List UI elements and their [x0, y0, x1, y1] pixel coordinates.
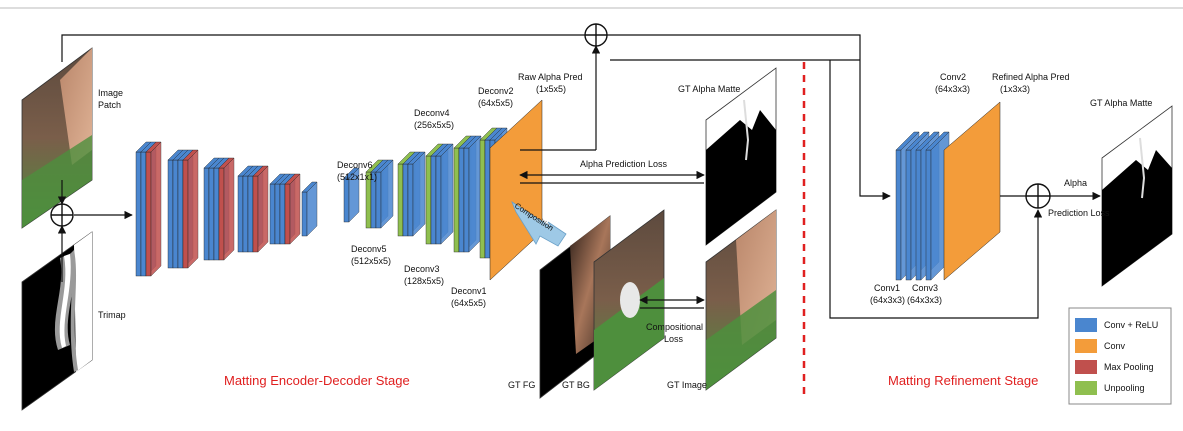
encoder-conv-layer-14 — [301, 181, 318, 237]
encoder-pool-layer-8 — [218, 157, 235, 261]
legend-swatch-2 — [1075, 360, 1097, 374]
top-plus-circle — [584, 23, 608, 47]
skip-line-top — [61, 34, 585, 62]
deconv5-conv-b — [375, 159, 394, 229]
encoder-pool-layer-14 — [284, 173, 301, 245]
legend-label-2: Max Pooling — [1104, 362, 1154, 372]
image-patch-label-2: Patch — [98, 100, 121, 110]
refined-alpha-pred-label-1: Refined Alpha Pred — [992, 72, 1070, 82]
image-patch-thumbnail — [21, 47, 93, 229]
conv1-name: Conv1 — [874, 283, 900, 293]
conv2-dim: (64x3x3) — [935, 84, 970, 94]
deconv4-dim: (256x5x5) — [414, 120, 454, 130]
legend-label-1: Conv — [1104, 341, 1126, 351]
deconv2-dim: (64x5x5) — [478, 98, 513, 108]
refined-alpha-pred-block — [943, 101, 1001, 281]
alpha-prediction-loss-label: Alpha Prediction Loss — [580, 159, 668, 169]
alpha-pred-loss-small-2: Prediction Loss — [1048, 208, 1110, 218]
line-to-refinement — [607, 34, 891, 201]
gt-image-thumbnail — [705, 209, 777, 391]
gt-alpha-matte-label-1: GT Alpha Matte — [678, 84, 740, 94]
gt-alpha-matte-label-2: GT Alpha Matte — [1090, 98, 1152, 108]
deconv1-name: Deconv1 — [451, 286, 487, 296]
gt-alpha-matte-thumbnail-1 — [705, 67, 777, 246]
deconv2-conv-b — [463, 135, 482, 253]
gt-alpha-matte-thumbnail-2 — [1101, 105, 1173, 287]
deconv5-name: Deconv5 — [351, 244, 387, 254]
legend-swatch-3 — [1075, 381, 1097, 395]
compositional-loss-label-1: Compositional — [646, 322, 703, 332]
layer-blocks — [135, 99, 1001, 281]
conv1-dim: (64x3x3) — [870, 295, 905, 305]
refinement-plus-circle — [1025, 183, 1051, 209]
deconv6-name: Deconv6 — [337, 160, 373, 170]
deconv4-name: Deconv4 — [414, 108, 450, 118]
concat-plus-circle — [50, 203, 74, 227]
raw-alpha-pred-label-2: (1x5x5) — [536, 84, 566, 94]
deconv6-dim: (512x1x1) — [337, 172, 377, 182]
gt-image-label: GT Image — [667, 380, 707, 390]
deconv1-dim: (64x5x5) — [451, 298, 486, 308]
raw-alpha-pred-block — [489, 99, 543, 281]
deconv3-name: Deconv3 — [404, 264, 440, 274]
gt-bg-label: GT BG — [562, 380, 590, 390]
image-patch-label-1: Image — [98, 88, 123, 98]
alpha-pred-loss-small-1: Alpha — [1064, 178, 1087, 188]
deconv6-block — [343, 167, 360, 223]
deconv3-conv-b — [435, 143, 454, 245]
encoder-pool-layer-11 — [252, 165, 269, 253]
conv3-dim: (64x3x3) — [907, 295, 942, 305]
legend-label-3: Unpooling — [1104, 383, 1145, 393]
conv3-name: Conv3 — [912, 283, 938, 293]
legend-swatch-1 — [1075, 339, 1097, 353]
encoder-pool-layer-2 — [145, 141, 162, 277]
compositional-loss-label-2: Loss — [664, 334, 684, 344]
refined-alpha-pred-label-2: (1x3x3) — [1000, 84, 1030, 94]
connections — [57, 34, 1101, 319]
gt-fg-label: GT FG — [508, 380, 535, 390]
trimap-label: Trimap — [98, 310, 126, 320]
deconv3-dim: (128x5x5) — [404, 276, 444, 286]
raw-alpha-loop — [829, 60, 1043, 319]
deconv4-conv-b — [407, 151, 426, 237]
trimap-thumbnail — [21, 231, 93, 411]
legend-label-0: Conv + ReLU — [1104, 320, 1158, 330]
refinement-stage-label: Matting Refinement Stage — [888, 373, 1038, 388]
encoder-pool-layer-5 — [182, 149, 199, 269]
conv2-name: Conv2 — [940, 72, 966, 82]
raw-alpha-pred-label-1: Raw Alpha Pred — [518, 72, 583, 82]
legend-swatch-0 — [1075, 318, 1097, 332]
gt-bg-thumbnail — [593, 209, 665, 391]
deconv5-dim: (512x5x5) — [351, 256, 391, 266]
deconv2-name: Deconv2 — [478, 86, 514, 96]
encoder-decoder-stage-label: Matting Encoder-Decoder Stage — [224, 373, 410, 388]
